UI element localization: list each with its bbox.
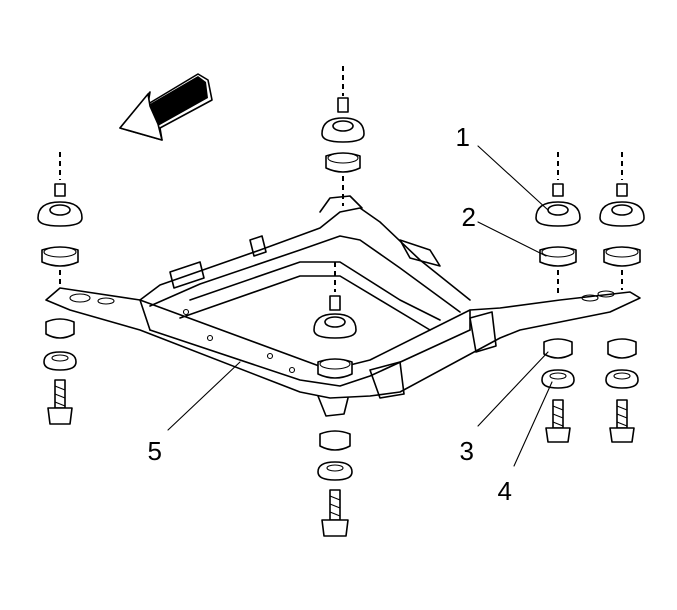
callout-2: 2 — [462, 202, 476, 232]
subframe — [45, 195, 641, 417]
mount-stack-center — [313, 262, 357, 537]
mount-stack-top-center — [321, 66, 365, 206]
direction-arrow-icon — [119, 73, 213, 141]
leader-lines — [167, 145, 553, 467]
mount-stack-right-inner — [535, 152, 581, 443]
callout-3: 3 — [460, 436, 474, 466]
callout-4: 4 — [498, 476, 512, 506]
mount-stack-left — [37, 152, 83, 425]
callout-1: 1 — [456, 122, 470, 152]
callout-5: 5 — [148, 436, 162, 466]
mount-stack-right-outer — [599, 152, 645, 443]
